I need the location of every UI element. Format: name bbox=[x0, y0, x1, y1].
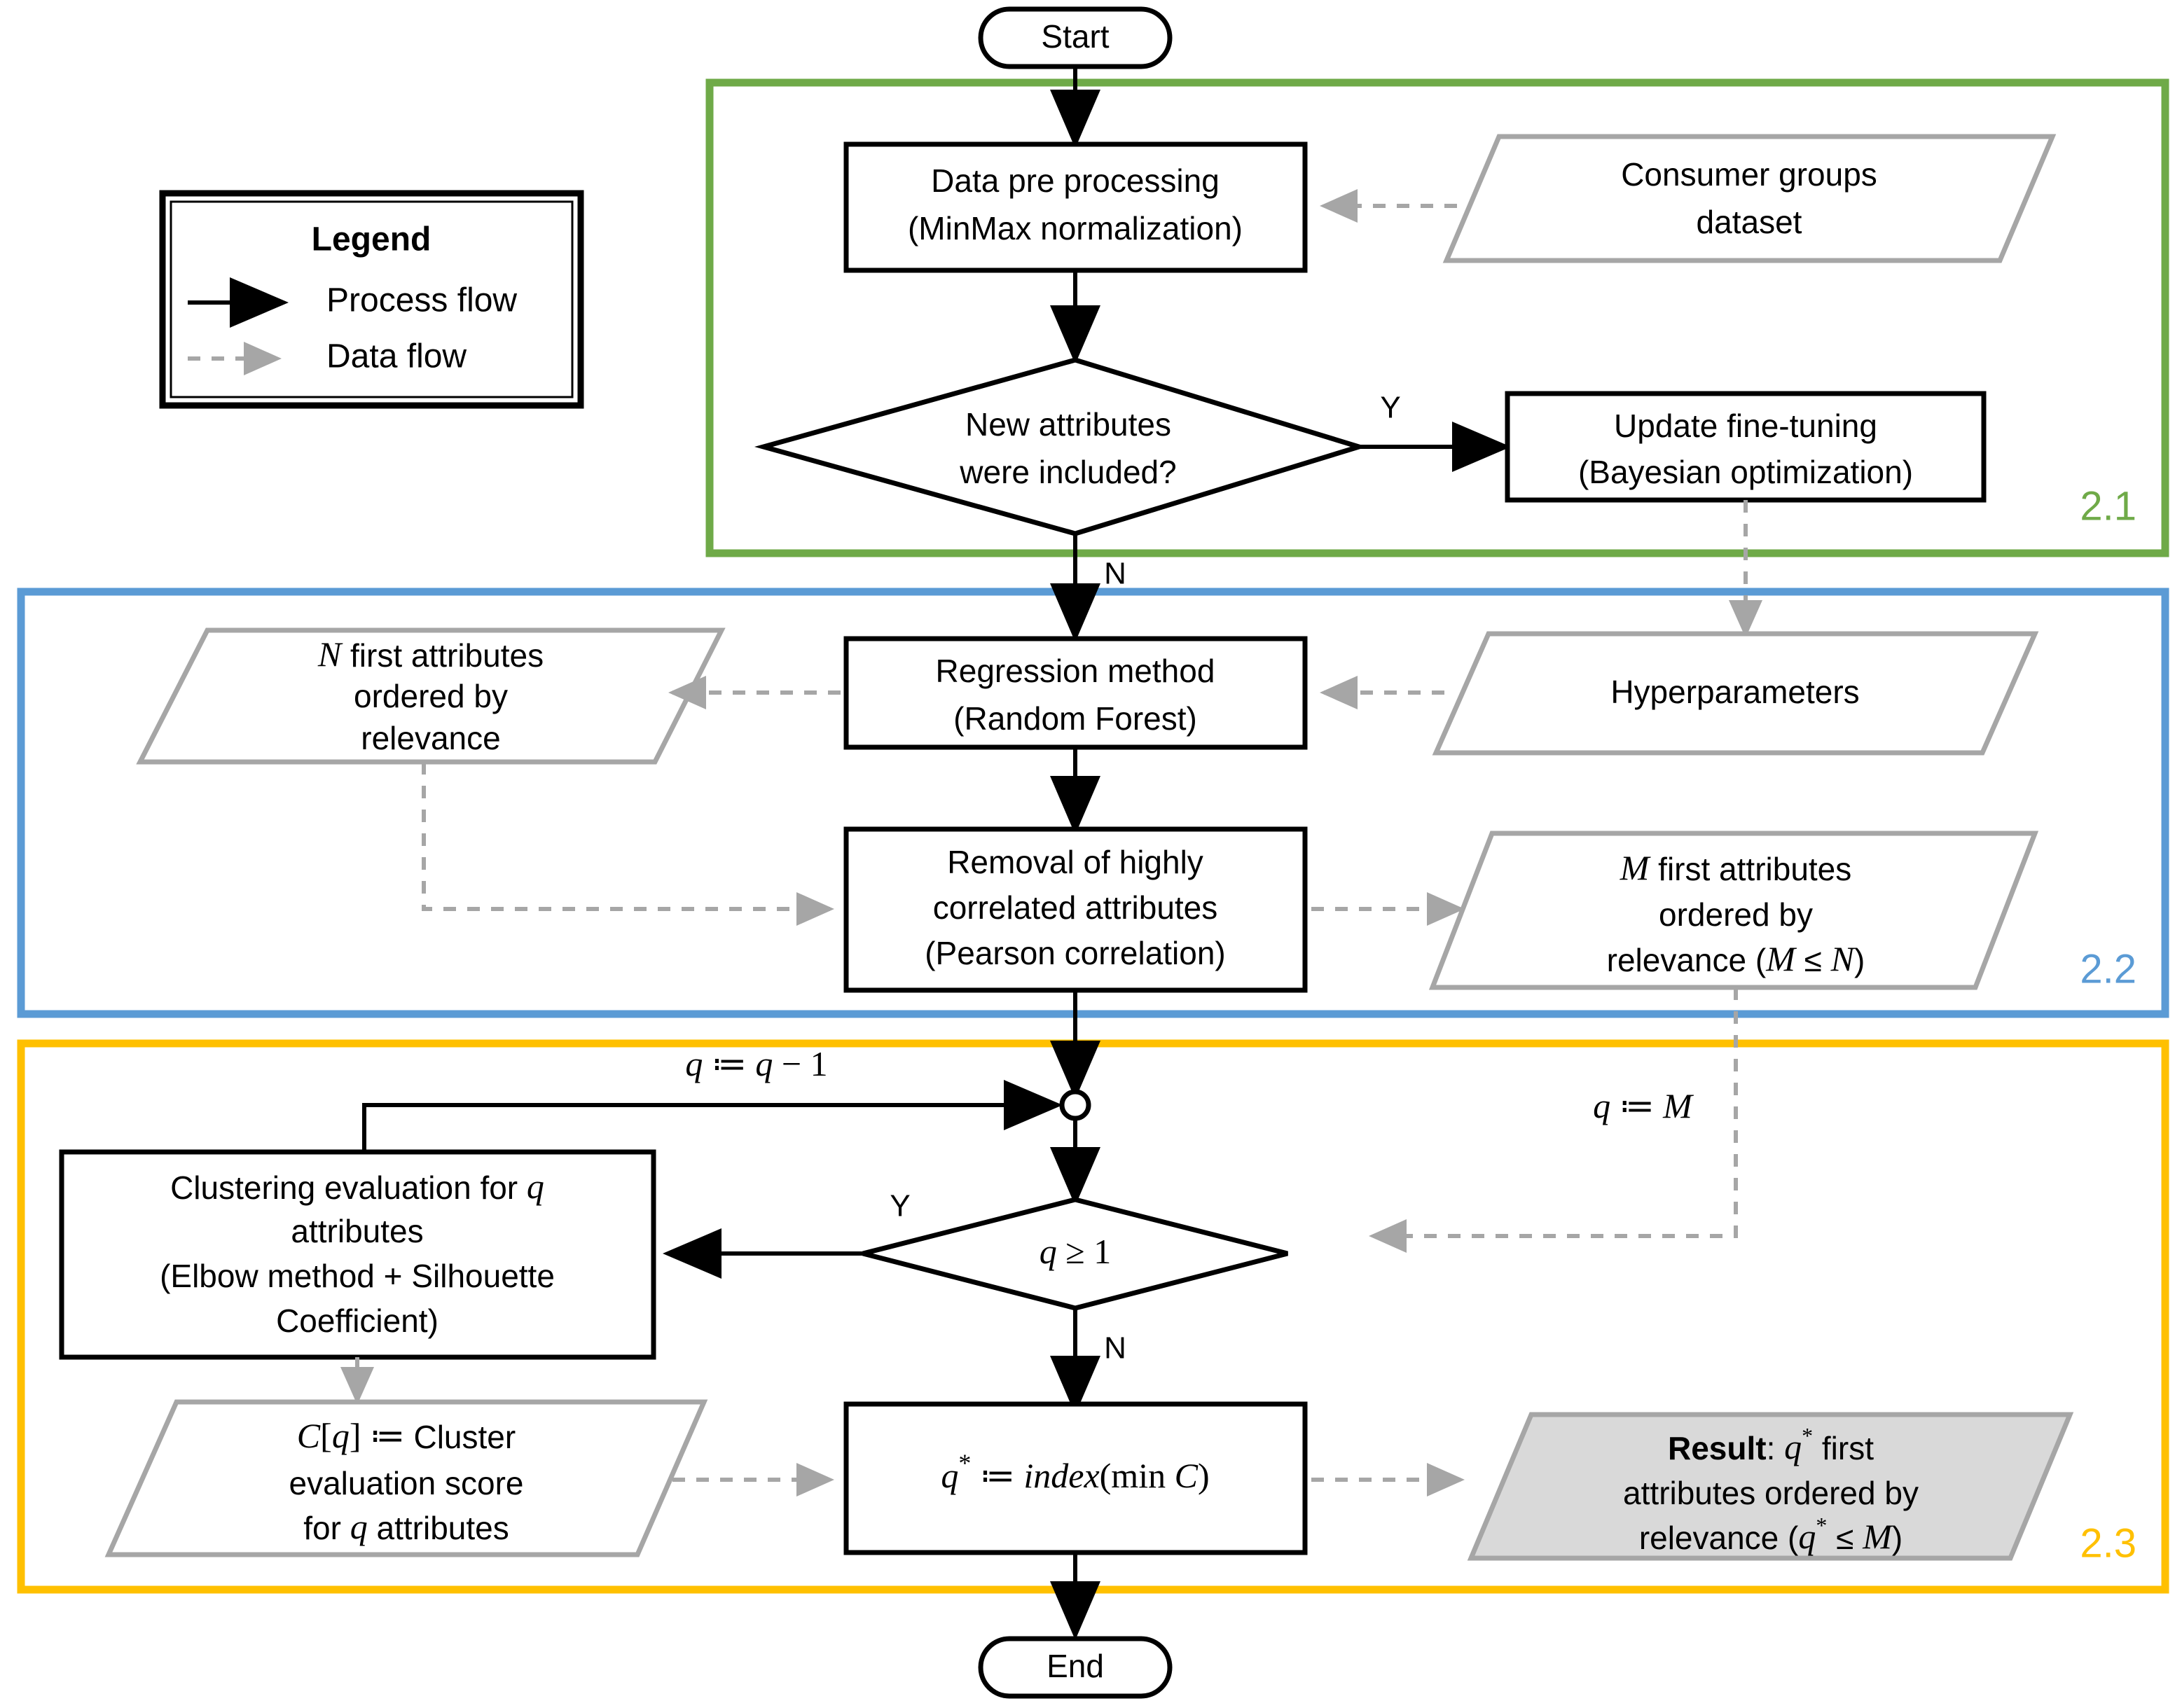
legend-item-label-process-flow: Process flow bbox=[326, 282, 517, 319]
node-consumer-dataset-line2: dataset bbox=[1697, 204, 1802, 240]
node-clustering-line2: attributes bbox=[291, 1213, 423, 1249]
edge-n-first-to-removal bbox=[422, 762, 834, 926]
node-update-fine-tuning: Update fine-tuning (Bayesian optimizatio… bbox=[1505, 391, 1987, 503]
edge-label-yes-new-attributes: Y bbox=[1380, 391, 1400, 425]
node-removal-line1: Removal of highly bbox=[947, 844, 1203, 880]
node-m-first-line3: relevance (M ≤ N) bbox=[1607, 939, 1865, 978]
node-removal-line3: (Pearson correlation) bbox=[925, 935, 1226, 971]
node-start-label: Start bbox=[1041, 18, 1109, 55]
node-result: Result: q* first attributes ordered by r… bbox=[1467, 1412, 2074, 1561]
edge-label-no-q-decision: N bbox=[1104, 1331, 1126, 1366]
loop-junction-node bbox=[1059, 1089, 1091, 1121]
edge-label-q-decrement: q ≔ q − 1 bbox=[685, 1044, 827, 1083]
node-clustering-line1: Clustering evaluation for q bbox=[170, 1167, 544, 1206]
node-removal-correlated-attributes: Removal of highly correlated attributes … bbox=[843, 826, 1308, 993]
edge-label-no-new-attributes: N bbox=[1104, 557, 1126, 591]
legend: Legend Process flow Data flow bbox=[159, 190, 584, 409]
node-n-first-line1: N first attributes bbox=[317, 634, 544, 674]
edge-loop-back-decrement bbox=[362, 1080, 1063, 1152]
node-n-first-attributes: N first attributes ordered by relevance bbox=[136, 627, 726, 765]
node-m-first-line2: ordered by bbox=[1659, 896, 1813, 933]
node-removal-line2: correlated attributes bbox=[933, 889, 1218, 926]
node-cluster-evaluation-score: C[q] ≔ Cluster evaluation score for q at… bbox=[104, 1399, 708, 1557]
node-m-first-attributes: M first attributes ordered by relevance … bbox=[1428, 831, 2039, 990]
node-new-attributes-decision: New attributes were included? bbox=[754, 357, 1367, 536]
node-result-line3: relevance (q* ≤ M) bbox=[1639, 1513, 1903, 1556]
edge-label-q-init: q ≔ M bbox=[1593, 1086, 1694, 1125]
node-end-label: End bbox=[1047, 1648, 1104, 1684]
node-update-line2: (Bayesian optimization) bbox=[1578, 454, 1913, 490]
node-q-decision-label: q ≥ 1 bbox=[1040, 1232, 1111, 1271]
section-label-2-1: 2.1 bbox=[2080, 483, 2136, 529]
edge-label-yes-q-decision: Y bbox=[890, 1189, 910, 1223]
node-end: End bbox=[978, 1636, 1173, 1699]
node-n-first-line2: ordered by bbox=[354, 678, 508, 714]
node-cluster-score-line1: C[q] ≔ Cluster bbox=[297, 1416, 516, 1455]
section-label-2-2: 2.2 bbox=[2080, 946, 2136, 992]
edge-m-first-to-q-decision bbox=[1369, 987, 1738, 1253]
node-hyperparameters: Hyperparameters bbox=[1432, 631, 2039, 756]
node-regression-line2: (Random Forest) bbox=[953, 700, 1197, 737]
node-result-line1: Result: q* first bbox=[1668, 1423, 1874, 1466]
node-start: Start bbox=[978, 6, 1173, 69]
node-update-line1: Update fine-tuning bbox=[1614, 408, 1877, 444]
section-frame-2-1 bbox=[705, 78, 2169, 557]
node-qstar-label: q* ≔ index(min C) bbox=[941, 1449, 1209, 1495]
node-hyperparameters-label: Hyperparameters bbox=[1610, 674, 1859, 710]
node-cluster-score-line3: for q attributes bbox=[303, 1507, 509, 1546]
node-m-first-line1: M first attributes bbox=[1620, 848, 1852, 887]
node-consumer-groups-dataset: Consumer groups dataset bbox=[1442, 134, 2057, 263]
node-data-preprocessing: Data pre processing (MinMax normalizatio… bbox=[843, 141, 1308, 273]
node-cluster-score-line2: evaluation score bbox=[289, 1465, 524, 1501]
section-label-2-3: 2.3 bbox=[2080, 1520, 2136, 1566]
node-decision-line2: were included? bbox=[959, 454, 1176, 490]
node-consumer-dataset-line1: Consumer groups bbox=[1621, 156, 1877, 193]
node-clustering-line3: (Elbow method + Silhouette bbox=[160, 1258, 555, 1294]
node-preprocessing-line2: (MinMax normalization) bbox=[908, 210, 1243, 247]
node-q-star-assignment: q* ≔ index(min C) bbox=[843, 1401, 1308, 1555]
legend-title: Legend bbox=[312, 221, 431, 258]
node-clustering-evaluation: Clustering evaluation for q attributes (… bbox=[59, 1149, 656, 1360]
node-clustering-line4: Coefficient) bbox=[276, 1303, 439, 1339]
legend-item-label-data-flow: Data flow bbox=[326, 338, 467, 375]
node-n-first-line3: relevance bbox=[361, 720, 500, 756]
node-regression-line1: Regression method bbox=[936, 653, 1215, 689]
node-preprocessing-line1: Data pre processing bbox=[931, 162, 1220, 199]
node-regression-method: Regression method (Random Forest) bbox=[843, 636, 1308, 750]
node-decision-line1: New attributes bbox=[965, 406, 1171, 443]
node-q-decision: q ≥ 1 bbox=[862, 1197, 1288, 1311]
node-result-line2: attributes ordered by bbox=[1623, 1475, 1919, 1511]
